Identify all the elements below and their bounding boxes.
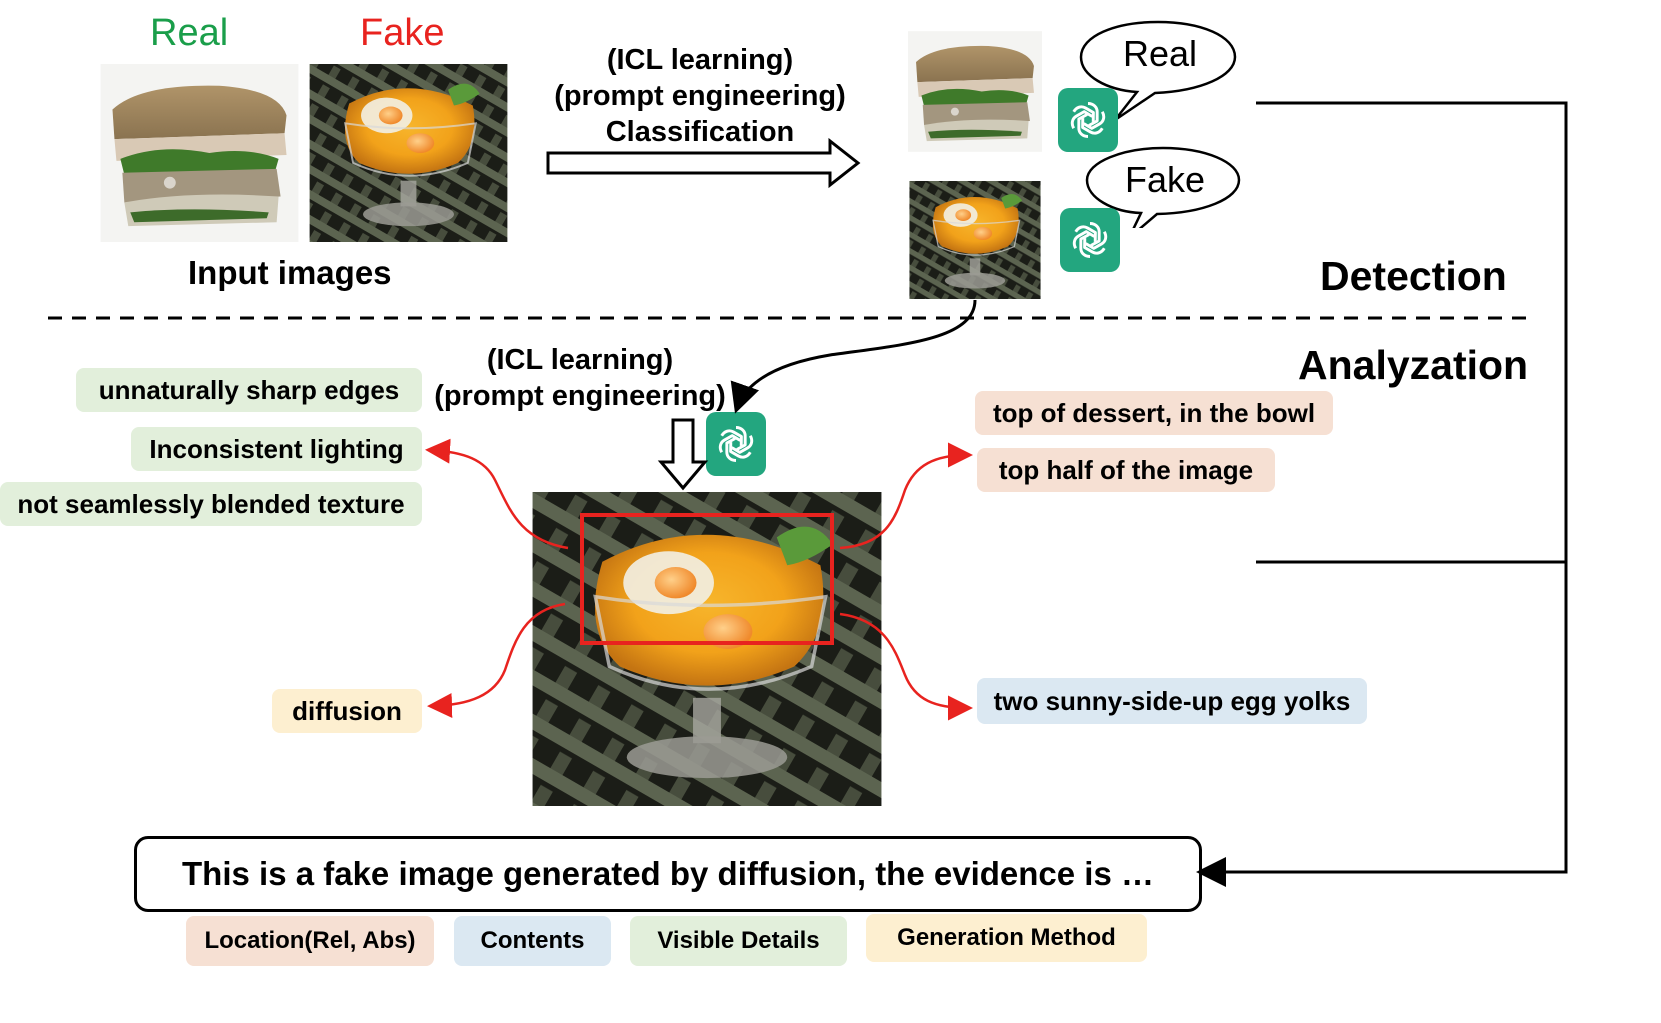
real-label: Real [150,12,229,54]
tag-top-of-dessert: top of dessert, in the bowl [975,391,1333,435]
classification-arrow [546,138,861,189]
detection-method-line-3: Classification [605,116,795,148]
legend-location: Location(Rel, Abs) [186,916,434,966]
tag-top-half-of-image: top half of the image [977,448,1275,492]
tag-not-seamlessly-blended-texture: not seamlessly blended texture [0,482,422,526]
analysis-down-arrow [657,418,709,491]
analyzation-method-line-1: (ICL learning) [486,344,674,376]
fake-label: Fake [360,12,445,54]
legend-contents: Contents [454,916,611,966]
conclusion-text: This is a fake image generated by diffus… [182,855,1154,892]
input-images-caption: Input images [188,254,392,291]
legend-generation-method: Generation Method [866,914,1147,962]
chatgpt-logo-icon [1058,88,1118,152]
legend-visible-details: Visible Details [630,916,847,966]
chatgpt-logo-icon [706,412,766,476]
tag-unnaturally-sharp-edges: unnaturally sharp edges [76,368,422,412]
detection-method-text: (ICL learning) (prompt engineering) Clas… [540,42,860,150]
analyzation-method-line-2: (prompt engineering) [434,380,726,412]
detection-method-line-1: (ICL learning) [606,44,794,76]
detection-method-line-2: (prompt engineering) [554,80,846,112]
tag-inconsistent-lighting: Inconsistent lighting [131,427,422,471]
arrow-to-location [839,442,973,550]
arrow-to-diffusion [427,602,566,718]
analyzation-method-text: (ICL learning) (prompt engineering) [425,342,735,414]
chatgpt-logo-icon [1060,208,1120,272]
tag-two-egg-yolks: two sunny-side-up egg yolks [977,678,1367,724]
detection-title: Detection [1320,253,1507,299]
detection-to-conclusion-connector [1196,101,1568,887]
detection-to-analysis-arrow [730,299,977,414]
speech-bubbles [1079,20,1241,228]
conclusion-box: This is a fake image generated by diffus… [134,836,1202,912]
arrow-to-lighting [425,438,569,550]
fake-bubble-text: Fake [1124,159,1206,200]
real-bubble-text: Real [1122,33,1198,74]
arrow-to-contents [839,612,973,721]
analyzation-title: Analyzation [1298,342,1529,388]
tag-diffusion: diffusion [272,689,422,733]
region-highlight-box [580,513,834,645]
